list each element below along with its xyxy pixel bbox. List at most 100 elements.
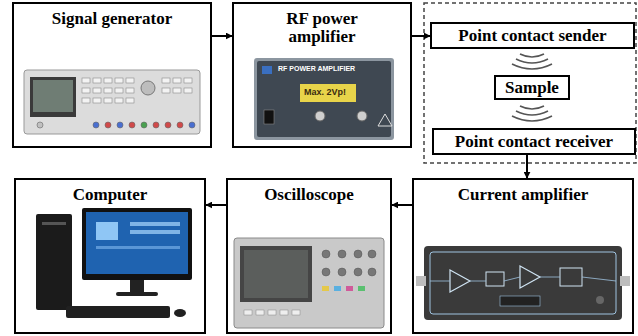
flow-arrow: [212, 35, 232, 37]
oscilloscope-box: Oscilloscope: [226, 178, 392, 334]
signal-generator-photo-part-part: [115, 88, 123, 93]
signal-generator-photo-part-part: [184, 88, 192, 93]
computer-photo-part: [130, 222, 180, 226]
amplifier-box: RF power amplifier: [232, 2, 412, 148]
signal-generator-photo-part-part: [37, 122, 43, 128]
rf-amplifier-photo-part: [315, 111, 325, 121]
flow-arrow: [206, 204, 226, 206]
box-title: RF power amplifier: [267, 10, 377, 46]
wave-symbol-part: [520, 54, 544, 57]
computer-photo-part: [82, 208, 192, 280]
current-amplifier-photo-part: [430, 252, 616, 314]
oscilloscope-photo-part-part: [358, 286, 365, 291]
oscilloscope-photo-part-part: [322, 250, 330, 258]
wave-symbol-part: [520, 106, 544, 109]
rf-amplifier-photo-part: [257, 61, 391, 137]
oscilloscope-photo-part-part: [346, 286, 353, 291]
oscilloscope-photo-part-part: [354, 250, 362, 258]
signal-generator-photo-part-part: [93, 78, 101, 83]
rf-amplifier-photo-part: [378, 114, 392, 126]
box-title: Point contact receiver: [455, 133, 613, 151]
computer-photo: [36, 208, 192, 318]
current-amplifier-photo-part: [596, 296, 604, 304]
signal-generator-photo-part-part: [162, 78, 170, 83]
signal-generator-photo-part-part: [104, 78, 112, 83]
current-amplifier-box: Current amplifier: [412, 178, 634, 334]
signal-generator-photo-part-part: [105, 122, 111, 128]
current-amplifier-photo-part: [620, 276, 630, 286]
oscilloscope-photo-part-part: [292, 310, 300, 315]
oscilloscope-photo-part-part: [354, 268, 362, 276]
signal-generator-photo-part-part: [165, 122, 171, 128]
signal-generator-photo-part-part: [141, 122, 147, 128]
oscilloscope-photo-part-part: [368, 268, 376, 276]
flow-arrow: [392, 204, 412, 206]
signal-generator-photo-part-part: [115, 98, 123, 103]
signal-generator-photo-part-part: [126, 98, 134, 103]
current-amplifier-photo-part: [424, 246, 622, 320]
current-amplifier-photo-part: [416, 276, 426, 286]
wave-symbol-part: [516, 111, 548, 115]
computer-photo-part: [86, 212, 188, 274]
sender-box: Point contact sender: [430, 22, 635, 49]
signal-generator-photo-part-part: [104, 88, 112, 93]
oscilloscope-photo-part-part: [322, 268, 330, 276]
sticker-note: Max. 2Vp!: [304, 87, 346, 97]
signal-generator-photo-part-part: [184, 78, 192, 83]
box-title: Computer: [73, 186, 148, 204]
box-title: Signal generator: [52, 10, 172, 28]
wave-symbol-part: [512, 64, 552, 69]
signal-generator-photo-part-part: [104, 98, 112, 103]
computer-photo-part: [96, 222, 118, 240]
rf-amplifier-photo: [254, 58, 394, 140]
rf-amplifier-photo-part: [264, 110, 274, 124]
current-amplifier-photo: [416, 246, 630, 320]
signal-generator-photo-part-part: [93, 88, 101, 93]
oscilloscope-photo-part-part: [280, 310, 288, 315]
oscilloscope-photo-part: [322, 250, 376, 276]
sample-box: Sample: [494, 75, 570, 100]
signal-generator-photo-part-part: [162, 88, 170, 93]
receiver-box: Point contact receiver: [432, 128, 636, 155]
oscilloscope-photo-part: [244, 310, 300, 315]
signal-generator-photo-part-part: [93, 98, 101, 103]
oscilloscope-photo-part-part: [322, 286, 329, 291]
wave-symbol-part: [516, 59, 548, 63]
box-title: Oscilloscope: [264, 186, 354, 204]
signal-generator-photo-part: [24, 70, 200, 134]
signal-generator-photo-part-part: [153, 122, 159, 128]
current-amplifier-photo-part: [450, 270, 470, 292]
computer-photo-part: [36, 214, 72, 310]
current-amplifier-photo-part: [500, 296, 540, 306]
rf-amplifier-photo-part: [357, 111, 367, 121]
computer-photo-part: [116, 292, 158, 296]
computer-photo-part: [42, 222, 66, 225]
signal-generator-photo-part-part: [117, 122, 123, 128]
device-label: RF POWER AMPLIFIER: [278, 65, 355, 72]
measurement-region: [424, 3, 636, 163]
signal-generator-photo-part-part: [126, 78, 134, 83]
oscilloscope-photo-part: [234, 238, 384, 328]
signal-generator-photo-part: [37, 122, 195, 128]
rf-amplifier-photo-part: [300, 84, 356, 102]
oscilloscope-photo-part-part: [256, 310, 264, 315]
current-amplifier-photo-part: [520, 266, 540, 288]
computer-photo-part: [96, 246, 180, 249]
signal-generator-photo-part: [82, 78, 192, 103]
computer-photo-part: [130, 280, 144, 292]
wave-symbol-part: [512, 116, 552, 121]
box-title: Point contact sender: [458, 27, 606, 45]
signal-generator-photo-part-part: [189, 122, 195, 128]
oscilloscope-photo: [234, 238, 384, 328]
signal-generator-photo-part: [33, 80, 73, 112]
oscilloscope-photo-part-part: [338, 250, 346, 258]
oscilloscope-photo-part: [322, 286, 329, 291]
oscilloscope-photo-part: [346, 286, 353, 291]
signal-generator-photo-part-part: [115, 78, 123, 83]
computer-photo-part: [66, 306, 170, 318]
rf-amplifier-photo-part: [254, 58, 394, 140]
oscilloscope-photo-part-part: [368, 250, 376, 258]
current-amplifier-photo-part: [560, 268, 582, 286]
signal-generator-photo-part-part: [129, 122, 135, 128]
